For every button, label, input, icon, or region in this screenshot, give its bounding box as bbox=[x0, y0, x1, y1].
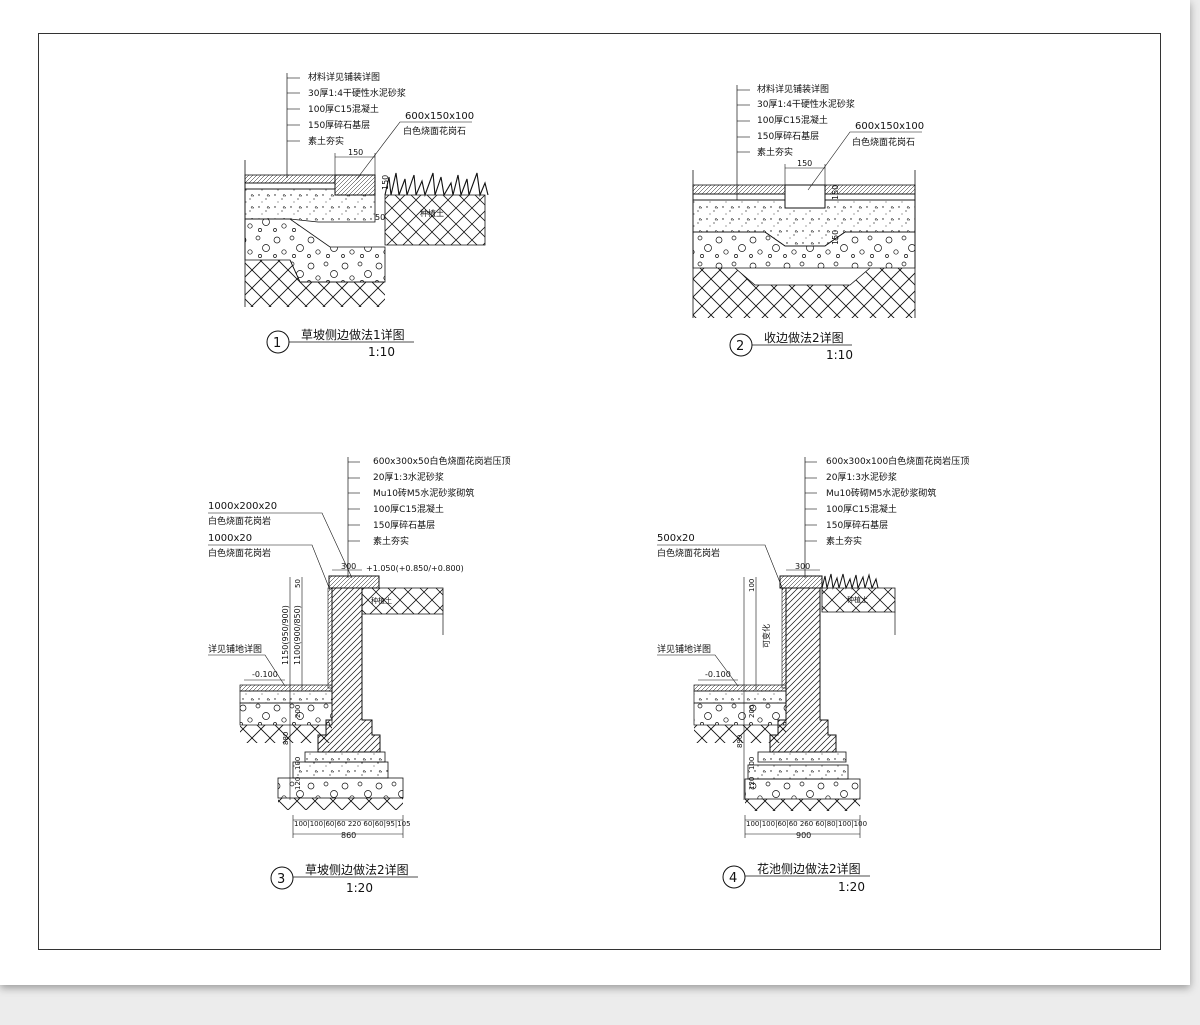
d4-elevation: -0.100 bbox=[705, 670, 731, 679]
detail-3: 50 1150(950/900) 1100(900/850) 200 880 1… bbox=[208, 455, 510, 895]
d3-dim-layer-1: 200 bbox=[294, 705, 302, 718]
d4-bottom-total: 900 bbox=[796, 831, 811, 840]
d2-layer-1: 材料详见铺装详图 bbox=[757, 83, 829, 95]
d2-layer-4: 150厚碎石基层 bbox=[757, 130, 819, 142]
detail-1: 150 150 50 种植土 材料详见铺装详图 30厚1:4干硬性水泥砂浆 10… bbox=[244, 71, 489, 359]
d1-curb-material: 白色烧面花岗石 bbox=[403, 125, 466, 137]
d3-number: 3 bbox=[277, 872, 285, 887]
detail-2: 150 150 150 材料详见铺装详图 30厚1:4干硬性水泥砂浆 100厚C… bbox=[692, 83, 924, 362]
d3-title: 草坡侧边做法2详图 bbox=[305, 862, 409, 877]
d3-soil-label: 种植土 bbox=[371, 596, 392, 605]
d2-title: 收边做法2详图 bbox=[764, 330, 844, 345]
d3-elevation: -0.100 bbox=[252, 670, 278, 679]
d2-layer-3: 100厚C15混凝土 bbox=[757, 114, 828, 126]
detail-4: 100 可变化 200 890 100 120 种植土 300 600x300x… bbox=[657, 455, 969, 894]
d4-scale: 1:20 bbox=[838, 880, 865, 894]
d1-layer-1: 材料详见铺装详图 bbox=[308, 71, 380, 83]
d1-layer-2: 30厚1:4干硬性水泥砂浆 bbox=[308, 87, 406, 99]
d3-face-material: 白色烧面花岗岩 bbox=[208, 547, 271, 559]
d3-bottom-dims: 100|100|60|60 220 60|60|95|105 bbox=[294, 820, 411, 828]
d3-dim-top: 50 bbox=[294, 579, 302, 588]
drawing-sheet: 150 150 50 种植土 材料详见铺装详图 30厚1:4干硬性水泥砂浆 10… bbox=[0, 0, 1190, 985]
d3-layer-1: 600x300x50白色烧面花岗岩压顶 bbox=[373, 455, 510, 467]
d4-dim-layer-1: 200 bbox=[748, 705, 756, 718]
d2-curb-size: 600x150x100 bbox=[855, 121, 924, 132]
d3-face-size: 1000x20 bbox=[208, 533, 252, 544]
d4-dim-footing-1: 100 bbox=[748, 757, 756, 770]
d4-number: 4 bbox=[729, 871, 737, 886]
d3-layer-6: 素土夯实 bbox=[373, 535, 409, 547]
d3-top-elev: +1.050(+0.850/+0.800) bbox=[366, 564, 464, 573]
d2-scale: 1:10 bbox=[826, 348, 853, 362]
d3-dim-height-2: 1100(900/850) bbox=[293, 605, 302, 665]
d3-scale: 1:20 bbox=[346, 881, 373, 895]
d4-title: 花池侧边做法2详图 bbox=[757, 861, 861, 876]
d3-dim-footing-1: 100 bbox=[294, 757, 302, 770]
d4-layer-2: 20厚1:3水泥砂浆 bbox=[826, 471, 897, 483]
d3-dim-footing-2: 120 bbox=[294, 777, 302, 790]
d3-paving-note: 详见铺地详图 bbox=[208, 643, 262, 655]
d1-title: 草坡侧边做法1详图 bbox=[301, 327, 405, 342]
d4-face-material: 白色烧面花岗岩 bbox=[657, 547, 720, 559]
d1-dim-width: 150 bbox=[348, 148, 363, 157]
d3-dim-depth: 880 bbox=[282, 732, 290, 745]
d1-dim-height: 150 bbox=[381, 175, 390, 190]
d1-number: 1 bbox=[273, 336, 281, 351]
d3-layer-2: 20厚1:3水泥砂浆 bbox=[373, 471, 444, 483]
d1-curb-size: 600x150x100 bbox=[405, 111, 474, 122]
d1-soil-label: 种植土 bbox=[420, 208, 444, 218]
d3-cap-size: 1000x200x20 bbox=[208, 501, 277, 512]
d4-dim-depth: 890 bbox=[736, 735, 744, 748]
d4-soil-label: 种植土 bbox=[847, 595, 868, 604]
d2-dim-height: 150 bbox=[831, 185, 840, 200]
d1-layer-4: 150厚碎石基层 bbox=[308, 119, 370, 131]
d2-layer-5: 素土夯实 bbox=[757, 146, 793, 158]
d1-scale: 1:10 bbox=[368, 345, 395, 359]
d3-bottom-total: 860 bbox=[341, 831, 356, 840]
d2-dim-width: 150 bbox=[797, 159, 812, 168]
d4-face-size: 500x20 bbox=[657, 533, 695, 544]
d2-dim-depth: 150 bbox=[831, 230, 840, 245]
d4-layer-1: 600x300x100白色烧面花岗岩压顶 bbox=[826, 455, 969, 467]
d3-top-dim: 300 bbox=[341, 562, 356, 571]
d4-layer-4: 100厚C15混凝土 bbox=[826, 503, 897, 515]
d3-cap-material: 白色烧面花岗岩 bbox=[208, 515, 271, 527]
d4-dim-variable: 可变化 bbox=[761, 624, 771, 648]
d3-dim-height-1: 1150(950/900) bbox=[281, 605, 290, 665]
d2-layer-2: 30厚1:4干硬性水泥砂浆 bbox=[757, 98, 855, 110]
d4-dim-footing-2: 120 bbox=[748, 777, 756, 790]
d4-layer-6: 素土夯实 bbox=[826, 535, 862, 547]
d4-top-dim: 300 bbox=[795, 562, 810, 571]
d1-dim-gap: 50 bbox=[375, 213, 385, 222]
d3-layer-3: Mu10砖M5水泥砂浆砌筑 bbox=[373, 487, 474, 499]
d4-paving-note: 详见铺地详图 bbox=[657, 643, 711, 655]
d2-number: 2 bbox=[736, 339, 744, 354]
d1-layer-5: 素土夯实 bbox=[308, 135, 344, 147]
d4-layer-5: 150厚碎石基层 bbox=[826, 519, 888, 531]
cad-drawing: 150 150 50 种植土 材料详见铺装详图 30厚1:4干硬性水泥砂浆 10… bbox=[208, 71, 969, 895]
d4-layer-3: Mu10砖砌M5水泥砂浆砌筑 bbox=[826, 487, 936, 499]
d3-layer-5: 150厚碎石基层 bbox=[373, 519, 435, 531]
d4-bottom-dims: 100|100|60|60 260 60|80|100|100 bbox=[746, 820, 867, 828]
d4-dim-top: 100 bbox=[748, 579, 756, 592]
d1-layer-3: 100厚C15混凝土 bbox=[308, 103, 379, 115]
drawing-frame bbox=[38, 33, 1161, 950]
d3-layer-4: 100厚C15混凝土 bbox=[373, 503, 444, 515]
d2-curb-material: 白色烧面花岗石 bbox=[852, 136, 915, 148]
